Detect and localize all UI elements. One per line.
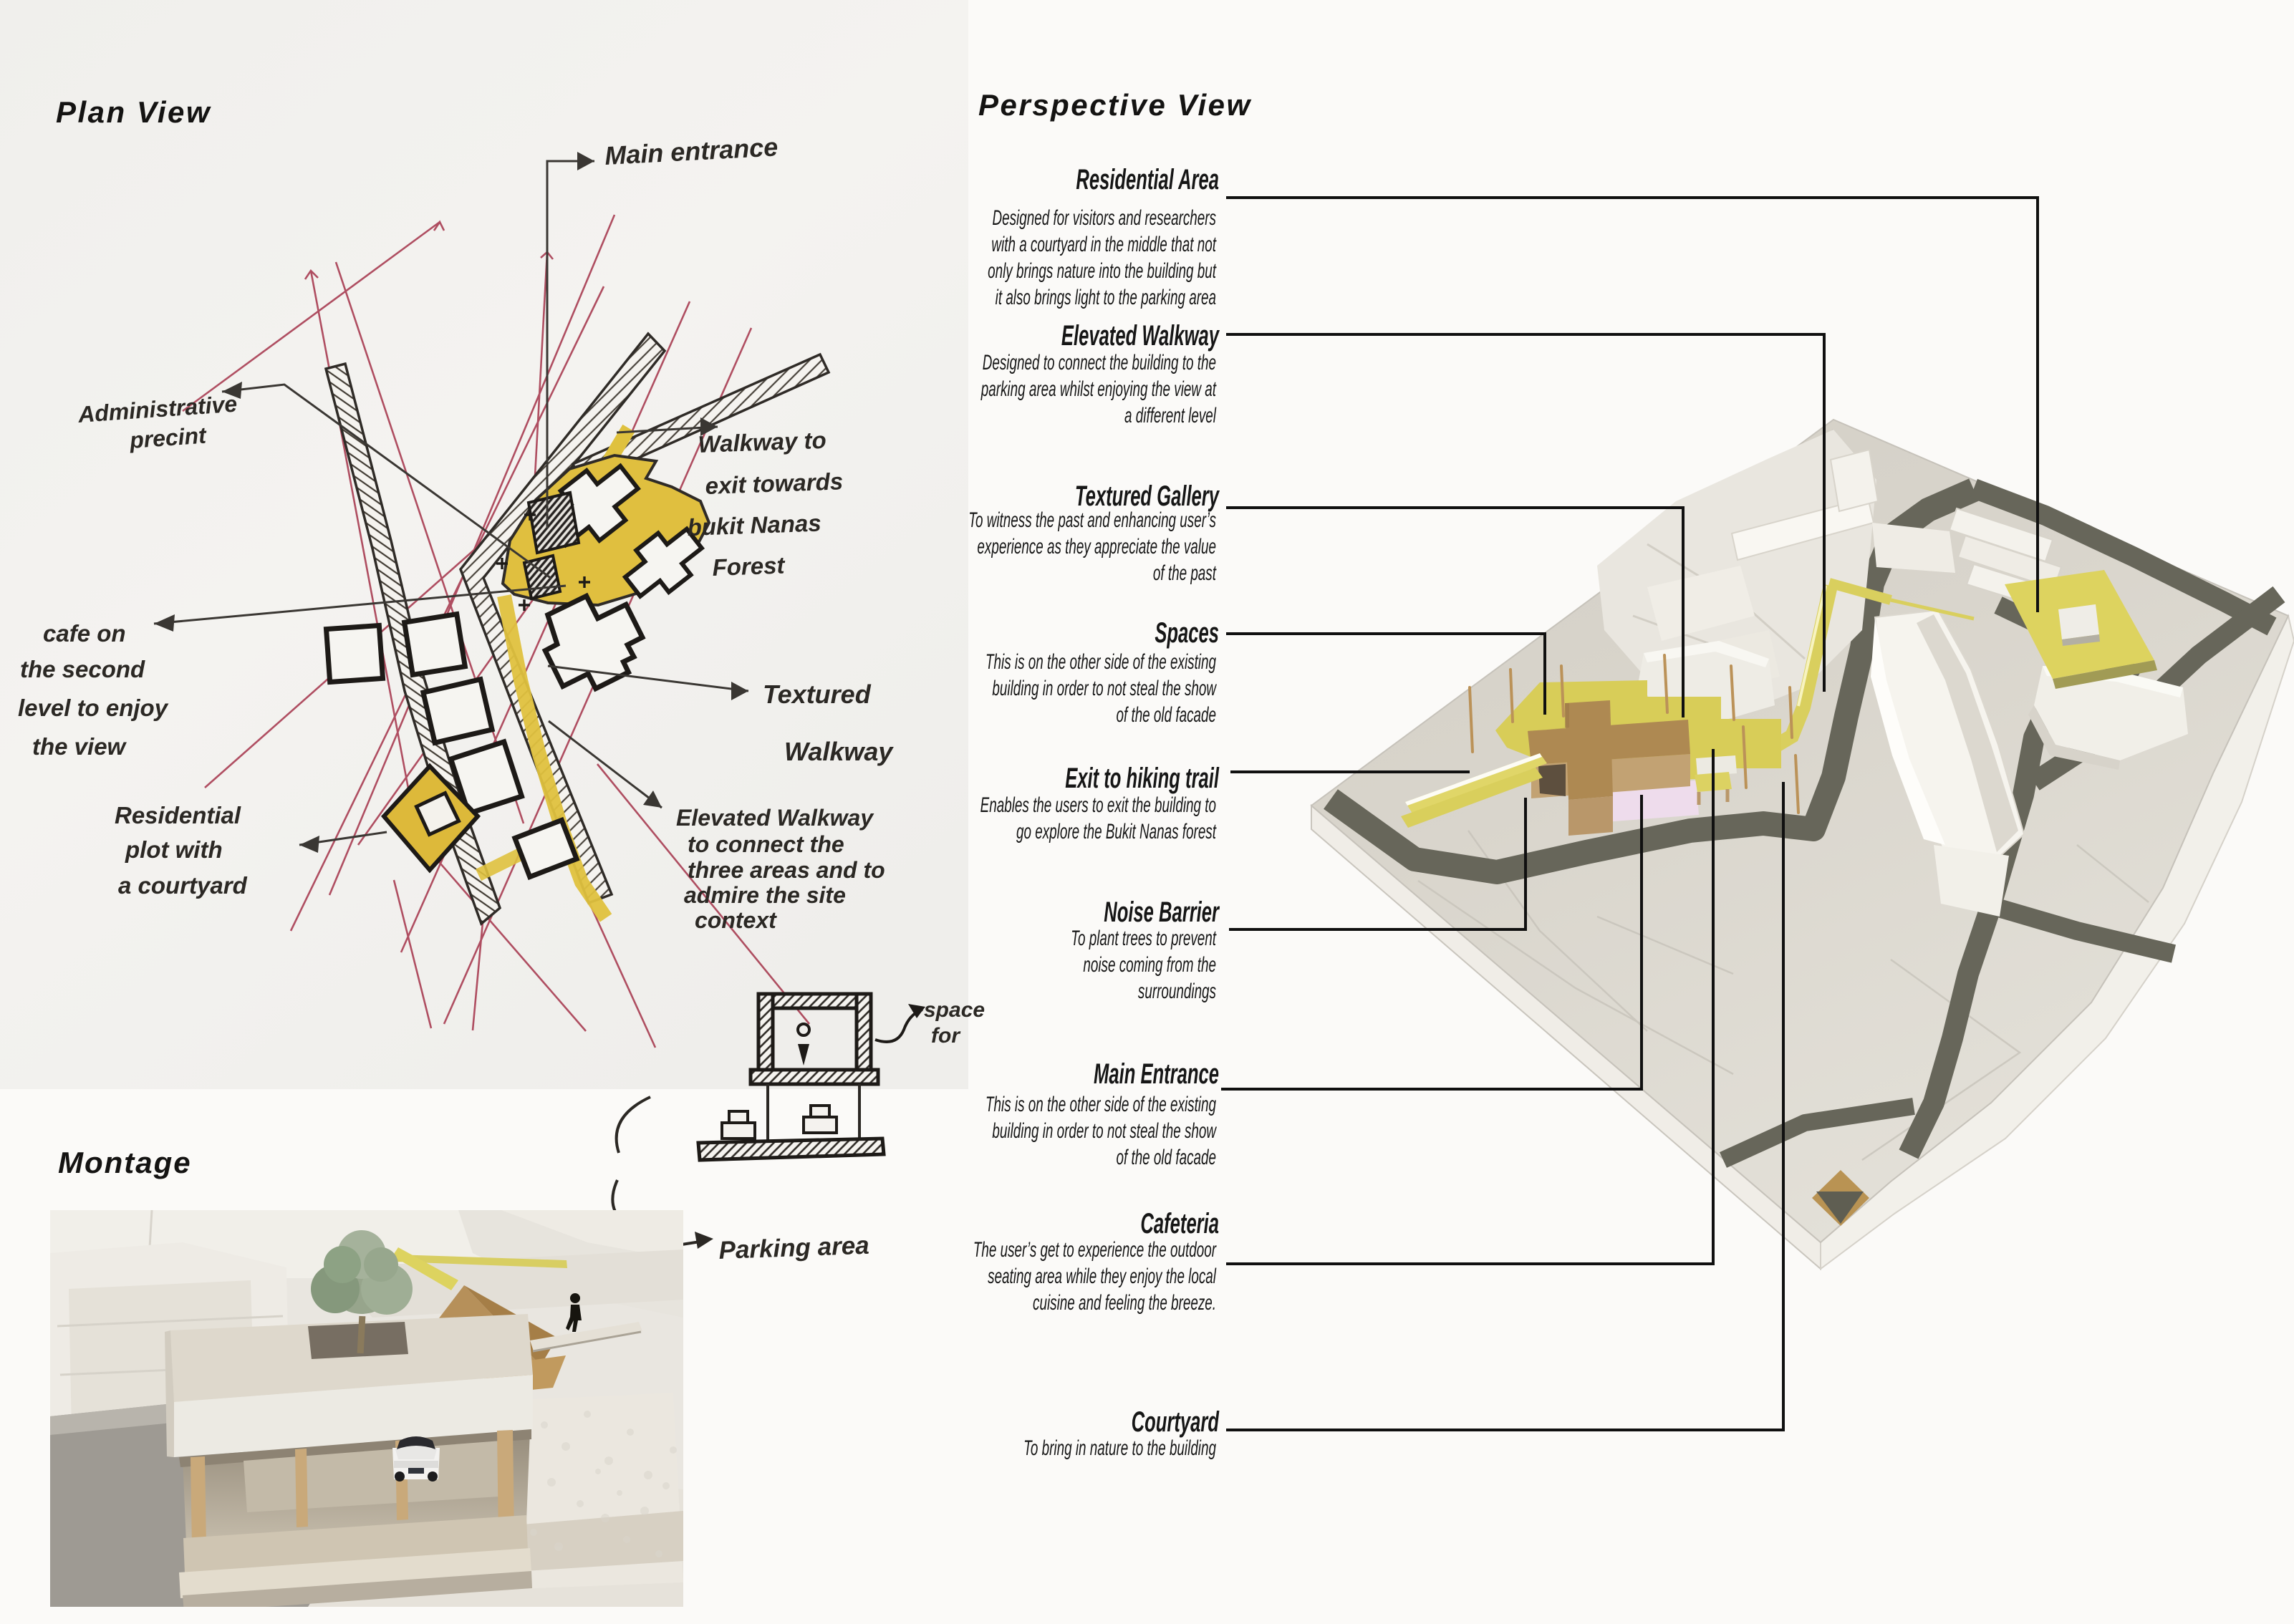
svg-text:only brings nature into the bu: only brings nature into the building but [988,260,1217,283]
svg-text:Elevated Walkway: Elevated Walkway [1061,320,1220,352]
svg-text:Textured: Textured [763,680,872,709]
svg-text:of the past: of the past [1153,562,1217,585]
svg-text:Parking area: Parking area [718,1232,869,1265]
svg-text:To plant trees to prevent: To plant trees to prevent [1071,927,1217,950]
svg-text:seating area while they enjoy: seating area while they enjoy the local [988,1265,1217,1288]
svg-text:Plan View: Plan View [56,95,211,129]
svg-text:Noise Barrier: Noise Barrier [1104,896,1220,928]
svg-text:Designed for visitors and rese: Designed for visitors and researchers [992,207,1216,230]
svg-text:Walkway to: Walkway to [698,427,826,458]
svg-text:the view: the view [32,733,127,760]
svg-text:Elevated Walkway: Elevated Walkway [676,805,874,831]
svg-text:Forest: Forest [712,551,786,581]
svg-text:Main Entrance: Main Entrance [1094,1058,1219,1090]
svg-text:context: context [695,907,777,933]
svg-text:cafe on: cafe on [43,620,126,647]
svg-text:To bring in nature to the buil: To bring in nature to the building [1023,1437,1216,1460]
svg-text:a courtyard: a courtyard [118,872,248,899]
svg-text:This is on the other side of t: This is on the other side of the existin… [985,1093,1216,1116]
svg-text:To witness the past and enhanc: To witness the past and enhancing user’s [968,509,1216,532]
svg-text:cuisine and feeling the breeze: cuisine and feeling the breeze. [1033,1292,1216,1315]
svg-text:Textured Gallery: Textured Gallery [1075,480,1220,512]
svg-text:level to enjoy: level to enjoy [18,695,169,721]
svg-text:exit towards: exit towards [705,468,844,499]
svg-text:Enables the users to exit the: Enables the users to exit the building t… [980,794,1216,817]
svg-text:Montage: Montage [58,1146,192,1179]
svg-text:of the old facade: of the old facade [1116,1146,1216,1169]
svg-text:for: for [931,1024,961,1048]
svg-text:of the old facade: of the old facade [1116,704,1216,727]
svg-text:parking area whilst enjoying t: parking area whilst enjoying the view at [980,378,1217,401]
svg-text:admire the site: admire the site [684,882,846,908]
svg-text:Walkway: Walkway [784,737,894,766]
svg-text:the second: the second [20,656,145,682]
svg-text:Perspective View: Perspective View [978,88,1252,122]
svg-text:Cafeteria: Cafeteria [1140,1208,1219,1239]
svg-text:space: space [924,998,985,1022]
svg-text:plot with: plot with [125,836,223,863]
svg-text:surroundings: surroundings [1138,980,1216,1003]
svg-text:building in order to not steal: building in order to not steal the show [992,677,1217,700]
svg-text:building in order to not steal: building in order to not steal the show [992,1120,1217,1143]
svg-text:Exit to hiking trail: Exit to hiking trail [1065,763,1219,794]
svg-text:to connect the: to connect the [688,831,844,857]
svg-text:Designed to connect the buildi: Designed to connect the building to the [983,352,1216,374]
svg-text:noise coming from the: noise coming from the [1083,954,1216,977]
svg-text:The user’s get to experience t: The user’s get to experience the outdoor [973,1239,1217,1262]
svg-text:Spaces: Spaces [1155,617,1219,649]
svg-text:Residential: Residential [115,802,241,828]
svg-text:bukit Nanas: bukit Nanas [687,509,821,541]
svg-text:go explore the Bukit Nanas for: go explore the Bukit Nanas forest [1016,821,1217,844]
svg-text:Residential Area: Residential Area [1076,164,1219,195]
svg-text:with a courtyard in the middle: with a courtyard in the middle that not [991,233,1216,256]
svg-text:Courtyard: Courtyard [1132,1406,1220,1438]
svg-text:This is on the other side of t: This is on the other side of the existin… [985,651,1216,674]
svg-text:experience as they appreciate: experience as they appreciate the value [977,536,1216,559]
svg-text:precint: precint [128,422,208,454]
svg-text:three areas and to: three areas and to [688,857,885,883]
svg-text:a different level: a different level [1124,405,1217,427]
svg-text:it also brings light to the pa: it also brings light to the parking area [996,286,1216,309]
